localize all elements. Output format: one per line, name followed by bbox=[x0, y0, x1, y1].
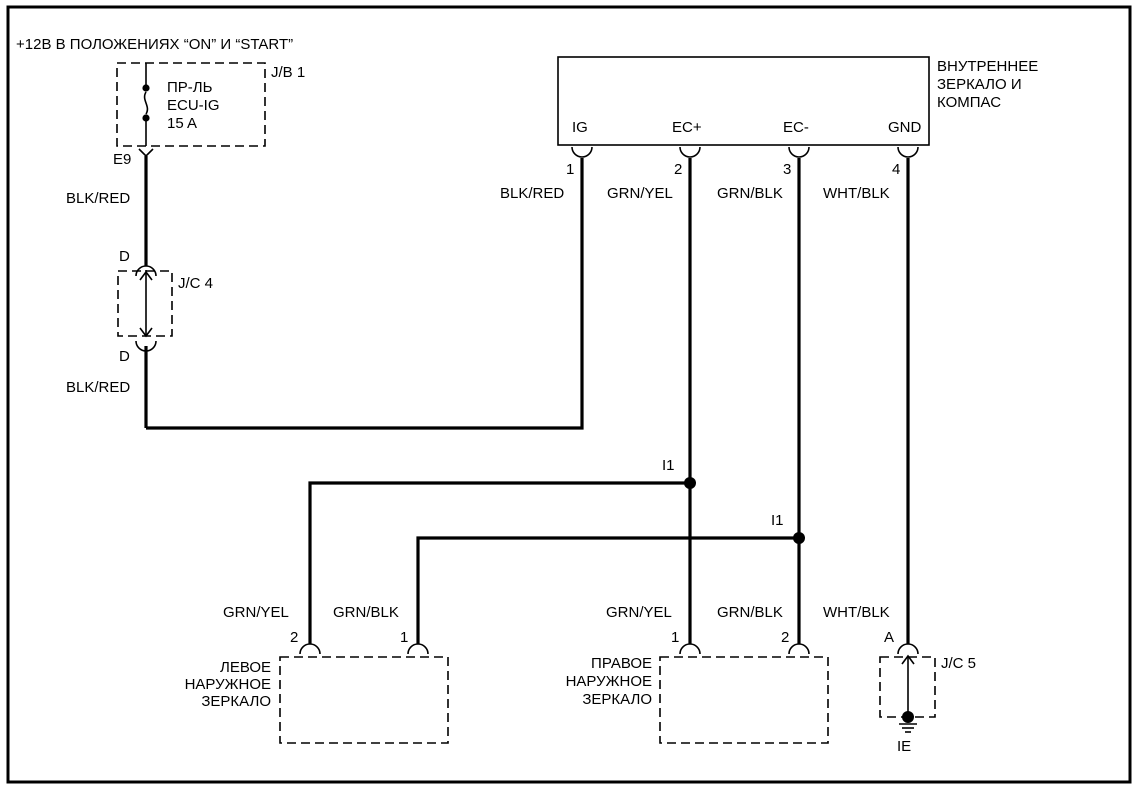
jc4-box bbox=[117, 270, 173, 337]
left-mirror-pin-1: 1 bbox=[400, 629, 408, 646]
ground-label-ie: IE bbox=[897, 738, 911, 755]
jc4-label: J/C 4 bbox=[178, 275, 213, 292]
pin2-connector-icon bbox=[679, 146, 701, 158]
terminal-ec-plus: EC+ bbox=[672, 119, 702, 136]
power-label: +12В В ПОЛОЖЕНИЯХ “ON” И “START” bbox=[16, 36, 293, 53]
left-mirror-pin-2: 2 bbox=[290, 629, 298, 646]
pin1-connector-icon bbox=[571, 146, 593, 158]
jc4-arrow-down-icon bbox=[139, 327, 153, 338]
jc5-arrow-up-icon bbox=[901, 654, 915, 665]
ground-point bbox=[902, 711, 914, 723]
fuse-terminal-top bbox=[142, 84, 150, 92]
jc4-top-connector-icon bbox=[135, 265, 157, 277]
right-mirror-label-1: ПРАВОЕ bbox=[591, 655, 652, 672]
wire-label-pin3: GRN/BLK bbox=[717, 185, 783, 202]
pin-number-2: 2 bbox=[674, 161, 682, 178]
fuse-label-2: ECU-IG bbox=[167, 97, 220, 114]
right-mirror-pin-1: 1 bbox=[671, 629, 679, 646]
pin3-connector-icon bbox=[788, 146, 810, 158]
left-mirror-label-3: ЗЕРКАЛО bbox=[201, 693, 271, 710]
left-mirror-wire-label-blk: GRN/BLK bbox=[333, 604, 399, 621]
wire-grn-blk-left-branch bbox=[416, 536, 799, 644]
fuse-icon bbox=[143, 91, 149, 115]
right-mirror-label-2: НАРУЖНОЕ bbox=[566, 673, 652, 690]
wire-blk-red-to-ig bbox=[146, 158, 584, 430]
wire-label-pin4: WHT/BLK bbox=[823, 185, 890, 202]
left-mirror-label-1: ЛЕВОЕ bbox=[220, 659, 271, 676]
mirror-unit-label-1: ВНУТРЕННЕЕ bbox=[937, 58, 1038, 75]
right-outside-mirror-box bbox=[659, 656, 829, 744]
left-mirror-label-2: НАРУЖНОЕ bbox=[185, 676, 271, 693]
jc4-bottom-pin: D bbox=[119, 348, 130, 365]
splice-i1-label-2: I1 bbox=[771, 512, 784, 529]
terminal-ig: IG bbox=[572, 119, 588, 136]
jc5-connector-icon bbox=[897, 643, 919, 655]
diagram-frame bbox=[6, 5, 1132, 784]
terminal-ec-minus: EC- bbox=[783, 119, 809, 136]
fuse-label-1: ПР-ЛЬ bbox=[167, 79, 213, 96]
left-mirror-wire-label-yel: GRN/YEL bbox=[223, 604, 289, 621]
right-mirror-wire-label-blk: GRN/BLK bbox=[717, 604, 783, 621]
right-mirror-wire-label-yel: GRN/YEL bbox=[606, 604, 672, 621]
wire-label-blk-red-lower: BLK/RED bbox=[66, 379, 130, 396]
jc5-pin-a: A bbox=[884, 629, 894, 646]
jb1-box bbox=[116, 62, 266, 147]
right-mirror-pin-2: 2 bbox=[781, 629, 789, 646]
jc5-label: J/C 5 bbox=[941, 655, 976, 672]
left-mirror-pin1-connector-icon bbox=[407, 643, 429, 655]
left-mirror-pin2-connector-icon bbox=[299, 643, 321, 655]
jc4-top-pin: D bbox=[119, 248, 130, 265]
jc4-arrow-up-icon bbox=[139, 270, 153, 281]
wire-label-blk-red-upper: BLK/RED bbox=[66, 190, 130, 207]
jb1-label: J/B 1 bbox=[271, 64, 305, 81]
pin-number-4: 4 bbox=[892, 161, 900, 178]
mirror-unit-label-2: ЗЕРКАЛО И bbox=[937, 76, 1022, 93]
jc5-wire-label: WHT/BLK bbox=[823, 604, 890, 621]
splice-i1-label-1: I1 bbox=[662, 457, 675, 474]
wire-grn-yel-left-branch bbox=[308, 481, 690, 644]
pin-number-3: 3 bbox=[783, 161, 791, 178]
wire-label-pin1: BLK/RED bbox=[500, 185, 564, 202]
wire-label-pin2: GRN/YEL bbox=[607, 185, 673, 202]
connector-e9-label: E9 bbox=[113, 151, 131, 168]
pin4-connector-icon bbox=[897, 146, 919, 158]
left-outside-mirror-box bbox=[279, 656, 449, 744]
pin-number-1: 1 bbox=[566, 161, 574, 178]
right-mirror-pin2-connector-icon bbox=[788, 643, 810, 655]
right-mirror-pin1-connector-icon bbox=[679, 643, 701, 655]
mirror-unit-label-3: КОМПАС bbox=[937, 94, 1001, 111]
right-mirror-label-3: ЗЕРКАЛО bbox=[582, 691, 652, 708]
connector-e9-icon bbox=[138, 148, 154, 158]
terminal-gnd: GND bbox=[888, 119, 922, 136]
fuse-label-3: 15 A bbox=[167, 115, 197, 132]
inside-mirror-compass-box bbox=[557, 56, 930, 146]
